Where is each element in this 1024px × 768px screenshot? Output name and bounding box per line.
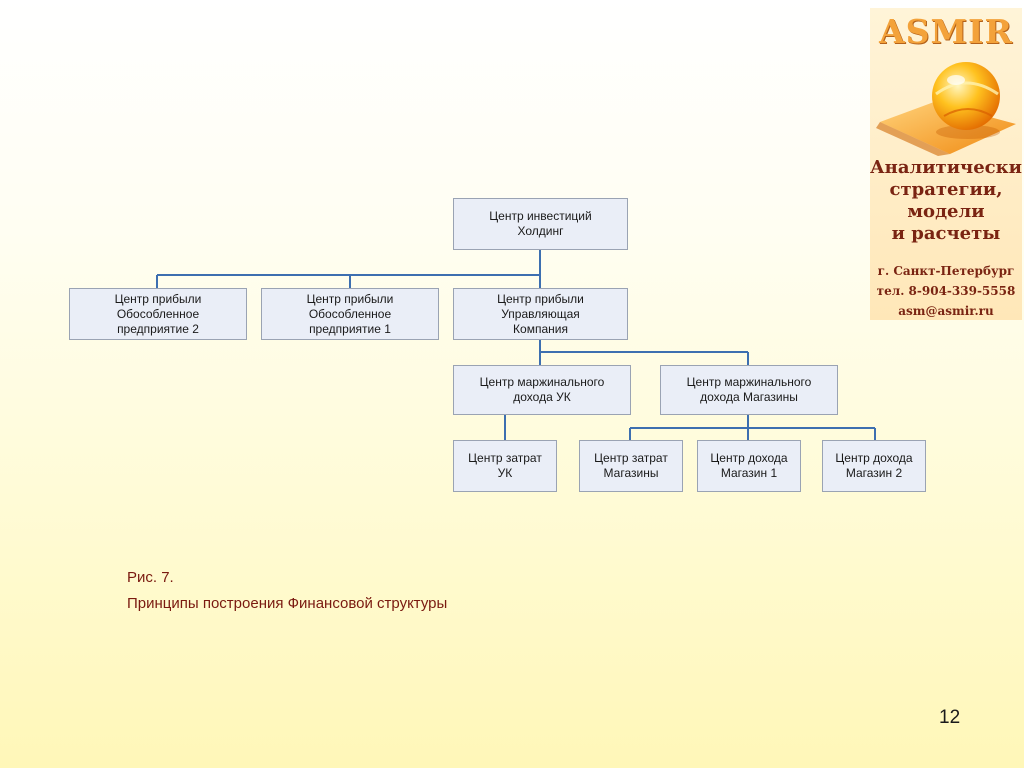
logo-tagline-2: стратегии,: [889, 179, 1003, 200]
node-margin-center-management-company: Центр маржинального дохода УК: [453, 365, 631, 415]
figure-number: Рис. 7.: [127, 569, 174, 586]
logo-tagline-4: и расчеты: [891, 223, 1001, 244]
logo-city: г. Санкт-Петербург: [877, 264, 1015, 278]
page-number: 12: [939, 707, 961, 728]
asmir-logo: ASMIR Аналитические стратегии, модели и …: [870, 8, 1022, 320]
node-cost-center-management-company: Центр затрат УК: [453, 440, 557, 492]
node-income-center-store-1: Центр дохода Магазин 1: [697, 440, 801, 492]
figure-title: Принципы построения Финансовой структуры: [127, 595, 448, 612]
logo-title: ASMIR: [879, 12, 1013, 51]
node-profit-center-subsidiary-2: Центр прибыли Обособленное предприятие 2: [69, 288, 247, 340]
logo-tagline-3: модели: [907, 201, 985, 222]
logo-phone: тел. 8-904-339-5558: [876, 284, 1016, 298]
node-margin-center-stores: Центр маржинального дохода Магазины: [660, 365, 838, 415]
node-profit-center-management-company: Центр прибыли Управляющая Компания: [453, 288, 628, 340]
node-profit-center-subsidiary-1: Центр прибыли Обособленное предприятие 1: [261, 288, 439, 340]
node-investment-center-holding: Центр инвестиций Холдинг: [453, 198, 628, 250]
node-cost-center-stores: Центр затрат Магазины: [579, 440, 683, 492]
node-income-center-store-2: Центр дохода Магазин 2: [822, 440, 926, 492]
logo-sphere-icon: [876, 62, 1016, 156]
logo-tagline-1: Аналитические: [870, 157, 1022, 178]
logo-email: asm@asmir.ru: [898, 304, 994, 318]
